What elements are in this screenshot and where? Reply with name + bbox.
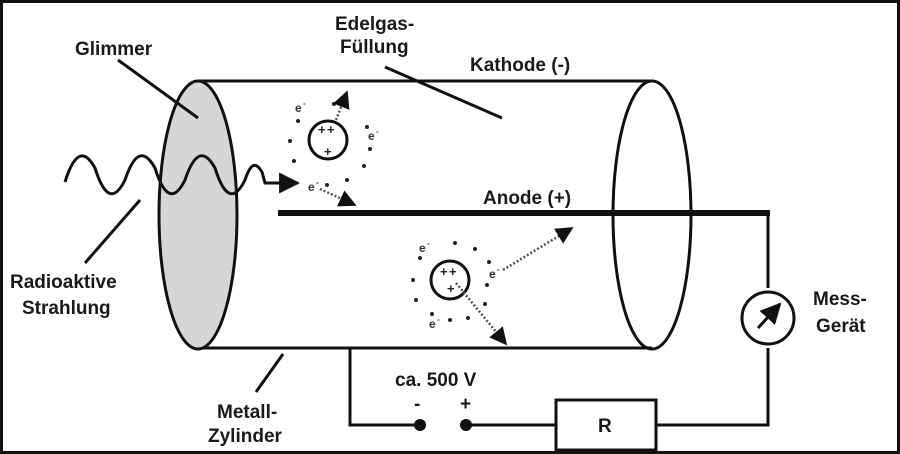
electron-2c: e- [429, 315, 440, 331]
svg-text:e: e [368, 129, 375, 143]
label-anode: Anode (+) [483, 188, 571, 209]
ion-trajectory-arrow [333, 90, 350, 121]
wire-cylinder-to-minus [348, 348, 420, 427]
electron-trajectory-arrow [502, 226, 574, 272]
meter-needle-icon [756, 302, 782, 330]
leader-metall [254, 353, 285, 393]
ion-pair-cluster-1: + + + e- e- e- [288, 90, 379, 207]
leader-glimmer [117, 58, 199, 120]
circuit [348, 213, 796, 452]
leader-edelgas [384, 65, 503, 120]
electron-2b: e- [489, 265, 500, 281]
electron-1a: e- [295, 99, 306, 115]
ion-charge-1a: + [318, 122, 326, 137]
electron-1c: e- [308, 178, 319, 194]
svg-text:e: e [419, 241, 426, 255]
label-edelgas-line2: Füllung [340, 37, 409, 58]
positive-ion [429, 259, 471, 301]
electron-trajectory-arrow [319, 187, 357, 207]
label-metall-line2: Zylinder [208, 426, 283, 447]
meter [740, 290, 796, 346]
svg-text:-: - [303, 99, 306, 108]
label-metall-line1: Metall- [217, 402, 277, 423]
svg-text:-: - [437, 315, 440, 324]
ion-charge-2c: + [447, 281, 455, 296]
svg-text:e: e [308, 180, 315, 194]
svg-text:e: e [429, 317, 436, 331]
svg-text:e: e [295, 101, 302, 115]
label-resistor: R [598, 416, 612, 437]
label-plus-terminal: + [460, 394, 471, 415]
ion-charge-1b: + [327, 122, 335, 137]
mica-window [157, 79, 239, 351]
metal-cylinder [157, 79, 693, 351]
terminal-plus [460, 419, 472, 431]
svg-text:-: - [427, 239, 430, 248]
resistor [554, 398, 658, 452]
svg-text:-: - [497, 265, 500, 274]
ion-trajectory-arrow [455, 282, 508, 346]
svg-text:-: - [316, 178, 319, 187]
ion-charge-1c: + [324, 144, 332, 159]
ion-charge-2b: + [449, 264, 457, 279]
leader-lines [83, 58, 503, 393]
label-kathode: Kathode (-) [470, 55, 570, 76]
label-radioaktive-line1: Radioaktive [10, 272, 117, 293]
label-glimmer: Glimmer [75, 39, 153, 60]
wire-meter-to-resistor [656, 348, 770, 427]
ion-charge-2a: + [440, 264, 448, 279]
electron-1b: e- [368, 127, 379, 143]
ion-pair-cluster-2: + + + e- e- e- [411, 226, 574, 346]
svg-text:e: e [489, 267, 496, 281]
label-mess-line2: Gerät [816, 316, 866, 337]
svg-text:-: - [376, 127, 379, 136]
label-minus-terminal: - [414, 394, 420, 415]
positive-ion [307, 119, 349, 161]
label-voltage: ca. 500 V [395, 370, 477, 391]
terminal-minus [414, 419, 426, 431]
label-mess-line1: Mess- [813, 289, 867, 310]
label-edelgas-line1: Edelgas- [335, 14, 414, 35]
label-radioaktive-line2: Strahlung [22, 298, 111, 319]
electron-2a: e- [419, 239, 430, 255]
gas-dots-2 [411, 241, 491, 322]
radiation-wave [63, 154, 301, 196]
leader-radioaktive [83, 199, 142, 264]
